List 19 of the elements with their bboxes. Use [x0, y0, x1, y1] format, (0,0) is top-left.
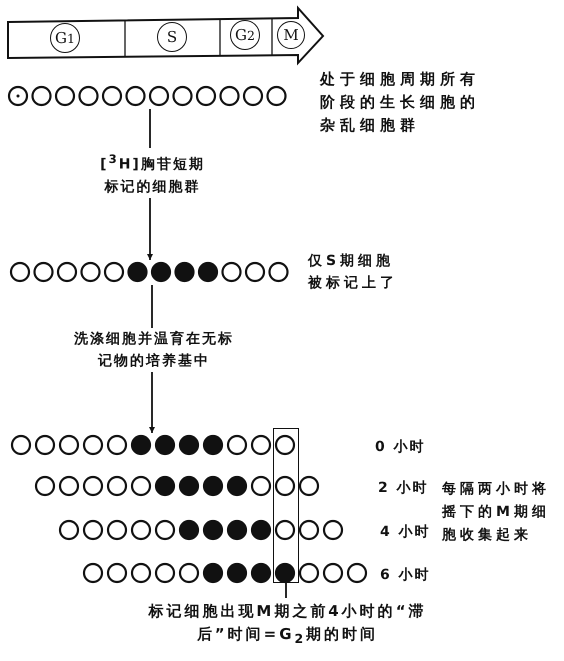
- annotation-text: 仅S期细胞被标记上了: [308, 252, 399, 293]
- time-label: 6 小时: [380, 566, 432, 585]
- cell-row: [82, 562, 368, 584]
- leader-line: [285, 583, 287, 598]
- time-label: 4 小时: [380, 523, 432, 542]
- edge-label: [$^{3}$H]胸苷短期标记的细胞群: [100, 148, 205, 198]
- annotation-text: 每隔两小时将摇下的M期细胞收集起来: [442, 480, 551, 545]
- caption-text: 标记细胞出现M期之前4小时的“滞后”时间=G$_{2}$期的时间: [140, 600, 435, 650]
- cell-row: [58, 519, 344, 541]
- time-label: 2 小时: [378, 479, 430, 498]
- cell-row: [9, 261, 290, 283]
- cell-row: [10, 434, 296, 456]
- time-label: 0 小时: [375, 438, 427, 457]
- cell-row: [34, 475, 320, 497]
- highlight-frame: [273, 428, 299, 583]
- phase-circle: S: [157, 22, 187, 52]
- annotation-text: 处于细胞周期所有阶段的生长细胞的杂乱细胞群: [320, 69, 481, 136]
- phase-circle: M: [277, 21, 305, 49]
- cell-row: [7, 85, 288, 107]
